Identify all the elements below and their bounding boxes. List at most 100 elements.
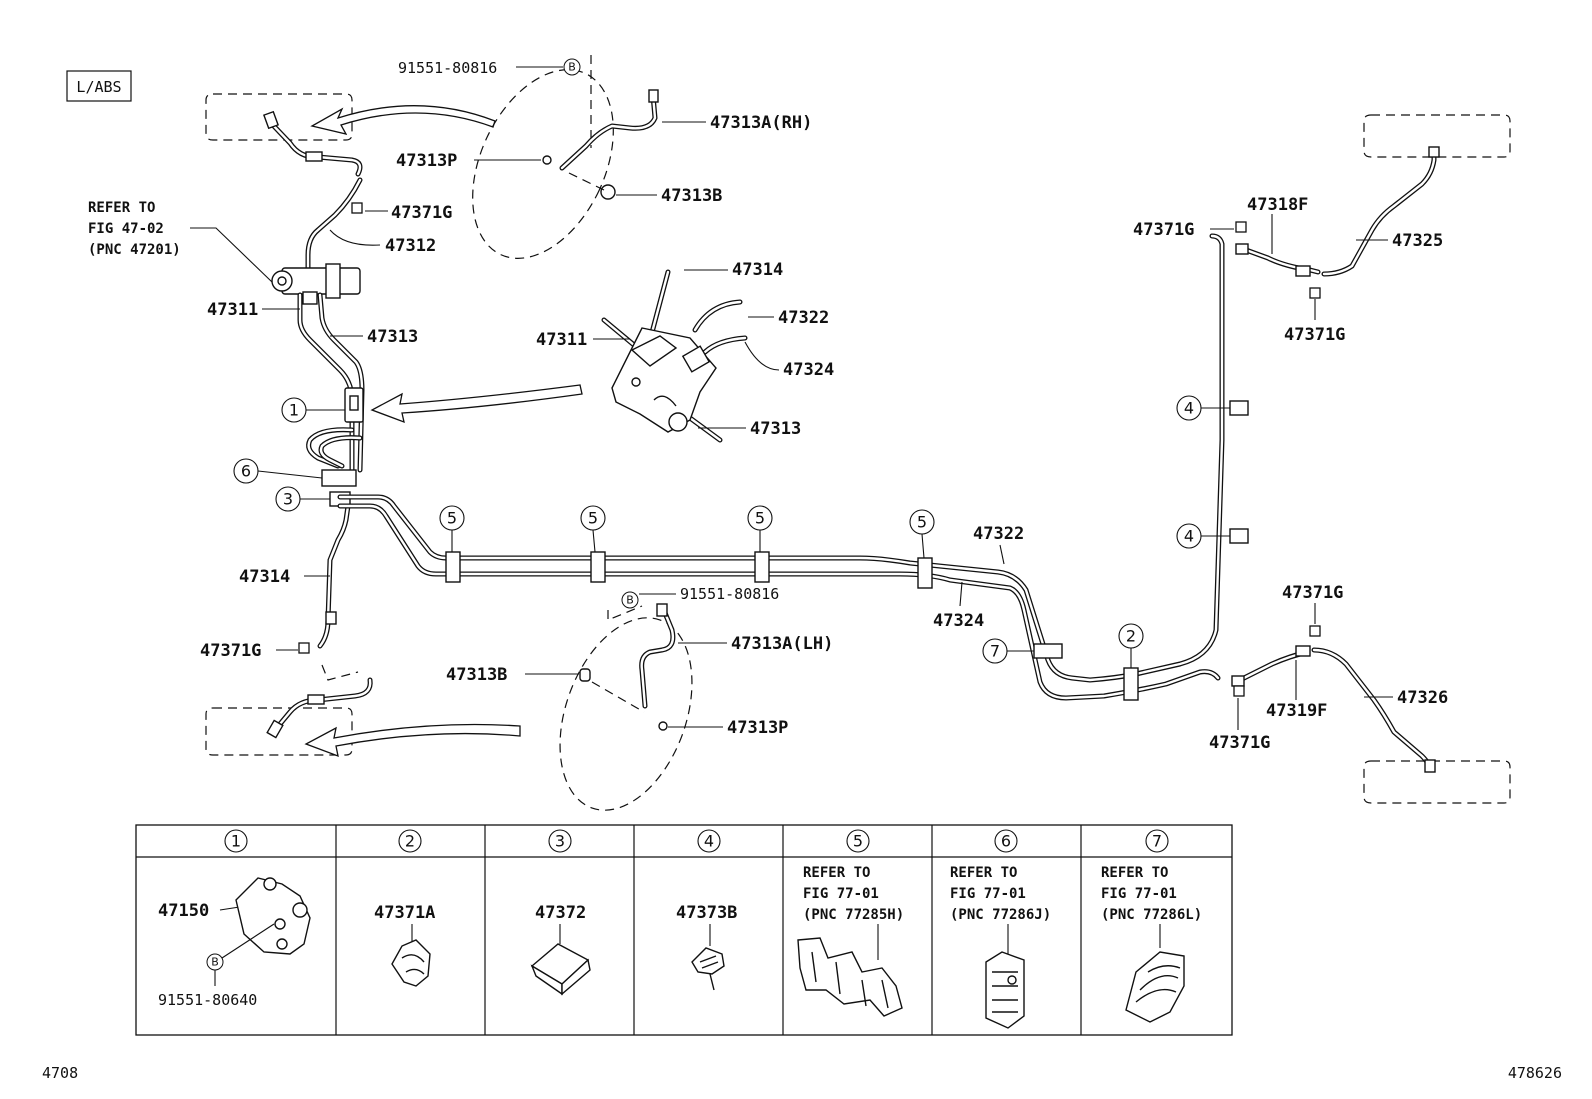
legend-cell-1: 47150 B 91551-80640 [158,877,311,1009]
callout-5-a: 5 [439,505,465,552]
label-47312: 47312 [385,236,436,256]
svg-text:3: 3 [555,832,565,851]
footer-left: 4708 [42,1064,78,1082]
svg-text:5: 5 [917,513,927,532]
label-47322-detail: 47322 [778,308,829,328]
svg-text:6: 6 [241,462,251,481]
svg-text:7: 7 [990,642,1000,661]
legend-refer-7-line2: FIG 77-01 [1101,886,1177,902]
legend-47150: 47150 [158,901,209,921]
legend-header-2: 2 [398,829,422,853]
label-47325: 47325 [1392,231,1443,251]
legend-cell-6: REFER TO FIG 77-01 (PNC 77286J) [950,865,1051,1029]
svg-text:2: 2 [405,832,415,851]
label-47322-main: 47322 [973,524,1024,544]
svg-text:5: 5 [755,509,765,528]
refer-main-line1: REFER TO [88,200,155,216]
legend-refer-5-line1: REFER TO [803,865,870,881]
label-47313P-top: 47313P [396,151,457,171]
legend-header-6: 6 [994,829,1018,853]
legend-b-marker: B [211,956,219,969]
main-pipe-run [337,233,1249,701]
label-47319F: 47319F [1266,701,1327,721]
valve-bracket-detail [601,269,748,443]
legend-header-5: 5 [846,829,870,853]
callout-3-left: 3 [275,486,330,512]
label-47371G-right-top: 47371G [1133,220,1194,240]
rear-right-wheel-area [1235,114,1511,299]
legend-47372: 47372 [535,903,586,923]
label-47313P-bottom: 47313P [727,718,788,738]
legend-cell-4: 47373B [676,903,737,991]
legend-table: 1 2 3 4 5 6 7 47150 B 91551-80640 47371A [135,824,1233,1036]
legend-header-7: 7 [1145,829,1169,853]
label-47313A-LH: 47313A(LH) [731,634,833,654]
label-47318F: 47318F [1247,195,1308,215]
svg-text:1: 1 [289,401,299,420]
legend-refer-6-line3: (PNC 77286J) [950,907,1051,923]
legend-47373B: 47373B [676,903,737,923]
svg-text:3: 3 [283,490,293,509]
callout-7-right: 7 [982,638,1034,664]
svg-text:4: 4 [1184,527,1194,546]
label-47371G-right-mid: 47371G [1284,325,1345,345]
legend-91551-80640: 91551-80640 [158,991,257,1009]
legend-cell-5: REFER TO FIG 77-01 (PNC 77285H) [797,865,904,1017]
callout-5-b: 5 [580,505,606,553]
label-47313-detail: 47313 [750,419,801,439]
svg-text:4: 4 [704,832,714,851]
legend-refer-5-line3: (PNC 77285H) [803,907,904,923]
rear-left-wheel-area [1231,625,1511,804]
legend-cell-2: 47371A [374,903,435,987]
svg-text:1: 1 [231,832,241,851]
detail-arrow [370,384,583,424]
legend-refer-7-line1: REFER TO [1101,865,1168,881]
legend-47371A: 47371A [374,903,435,923]
label-47371G-top: 47371G [391,203,452,223]
callout-4-lower: 4 [1176,523,1230,549]
legend-cell-3: 47372 [530,903,591,996]
label-47324-detail: 47324 [783,360,834,380]
svg-text:5: 5 [588,509,598,528]
label-47314-left: 47314 [239,567,290,587]
clip-47371G-left [298,642,310,654]
legend-refer-6-line2: FIG 77-01 [950,886,1026,902]
svg-text:6: 6 [1001,832,1011,851]
label-47326: 47326 [1397,688,1448,708]
legend-cell-7: REFER TO FIG 77-01 (PNC 77286L) [1101,865,1202,1023]
detail-ellipse-bottom: B [559,591,693,811]
legend-header-1: 1 [224,829,248,853]
label-47311-left: 47311 [207,300,258,320]
svg-text:2: 2 [1126,627,1136,646]
refer-main-line2: FIG 47-02 [88,221,164,237]
front-left-wheel-area [205,664,521,758]
footer-right: 478626 [1508,1064,1562,1082]
label-47371G-right-bottom: 47371G [1209,733,1270,753]
label-47313A-RH: 47313A(RH) [710,113,812,133]
svg-text:7: 7 [1152,832,1162,851]
labs-badge-text: L/ABS [76,78,121,96]
label-47371G-right-low: 47371G [1282,583,1343,603]
svg-text:5: 5 [447,509,457,528]
b-marker-top: B [568,61,576,74]
label-47313B-bottom: 47313B [446,665,507,685]
callout-5-c: 5 [747,505,773,552]
detail-ellipse-top: B [472,55,659,259]
label-47324-main: 47324 [933,611,984,631]
legend-header-4: 4 [697,829,721,853]
label-47371G-left: 47371G [200,641,261,661]
legend-refer-6-line1: REFER TO [950,865,1017,881]
labs-badge: L/ABS [66,70,132,102]
svg-text:5: 5 [853,832,863,851]
clip-47371G-top [351,202,363,214]
label-47313-left: 47313 [367,327,418,347]
callout-4-upper: 4 [1176,395,1230,421]
b-marker-bottom: B [626,594,634,607]
refer-main-line3: (PNC 47201) [88,242,181,258]
callout-2-right: 2 [1118,623,1144,668]
label-47311-detail: 47311 [536,330,587,350]
front-right-wheel-area [205,93,496,177]
legend-refer-5-line2: FIG 77-01 [803,886,879,902]
label-91551-80816-bottom: 91551-80816 [680,585,779,603]
